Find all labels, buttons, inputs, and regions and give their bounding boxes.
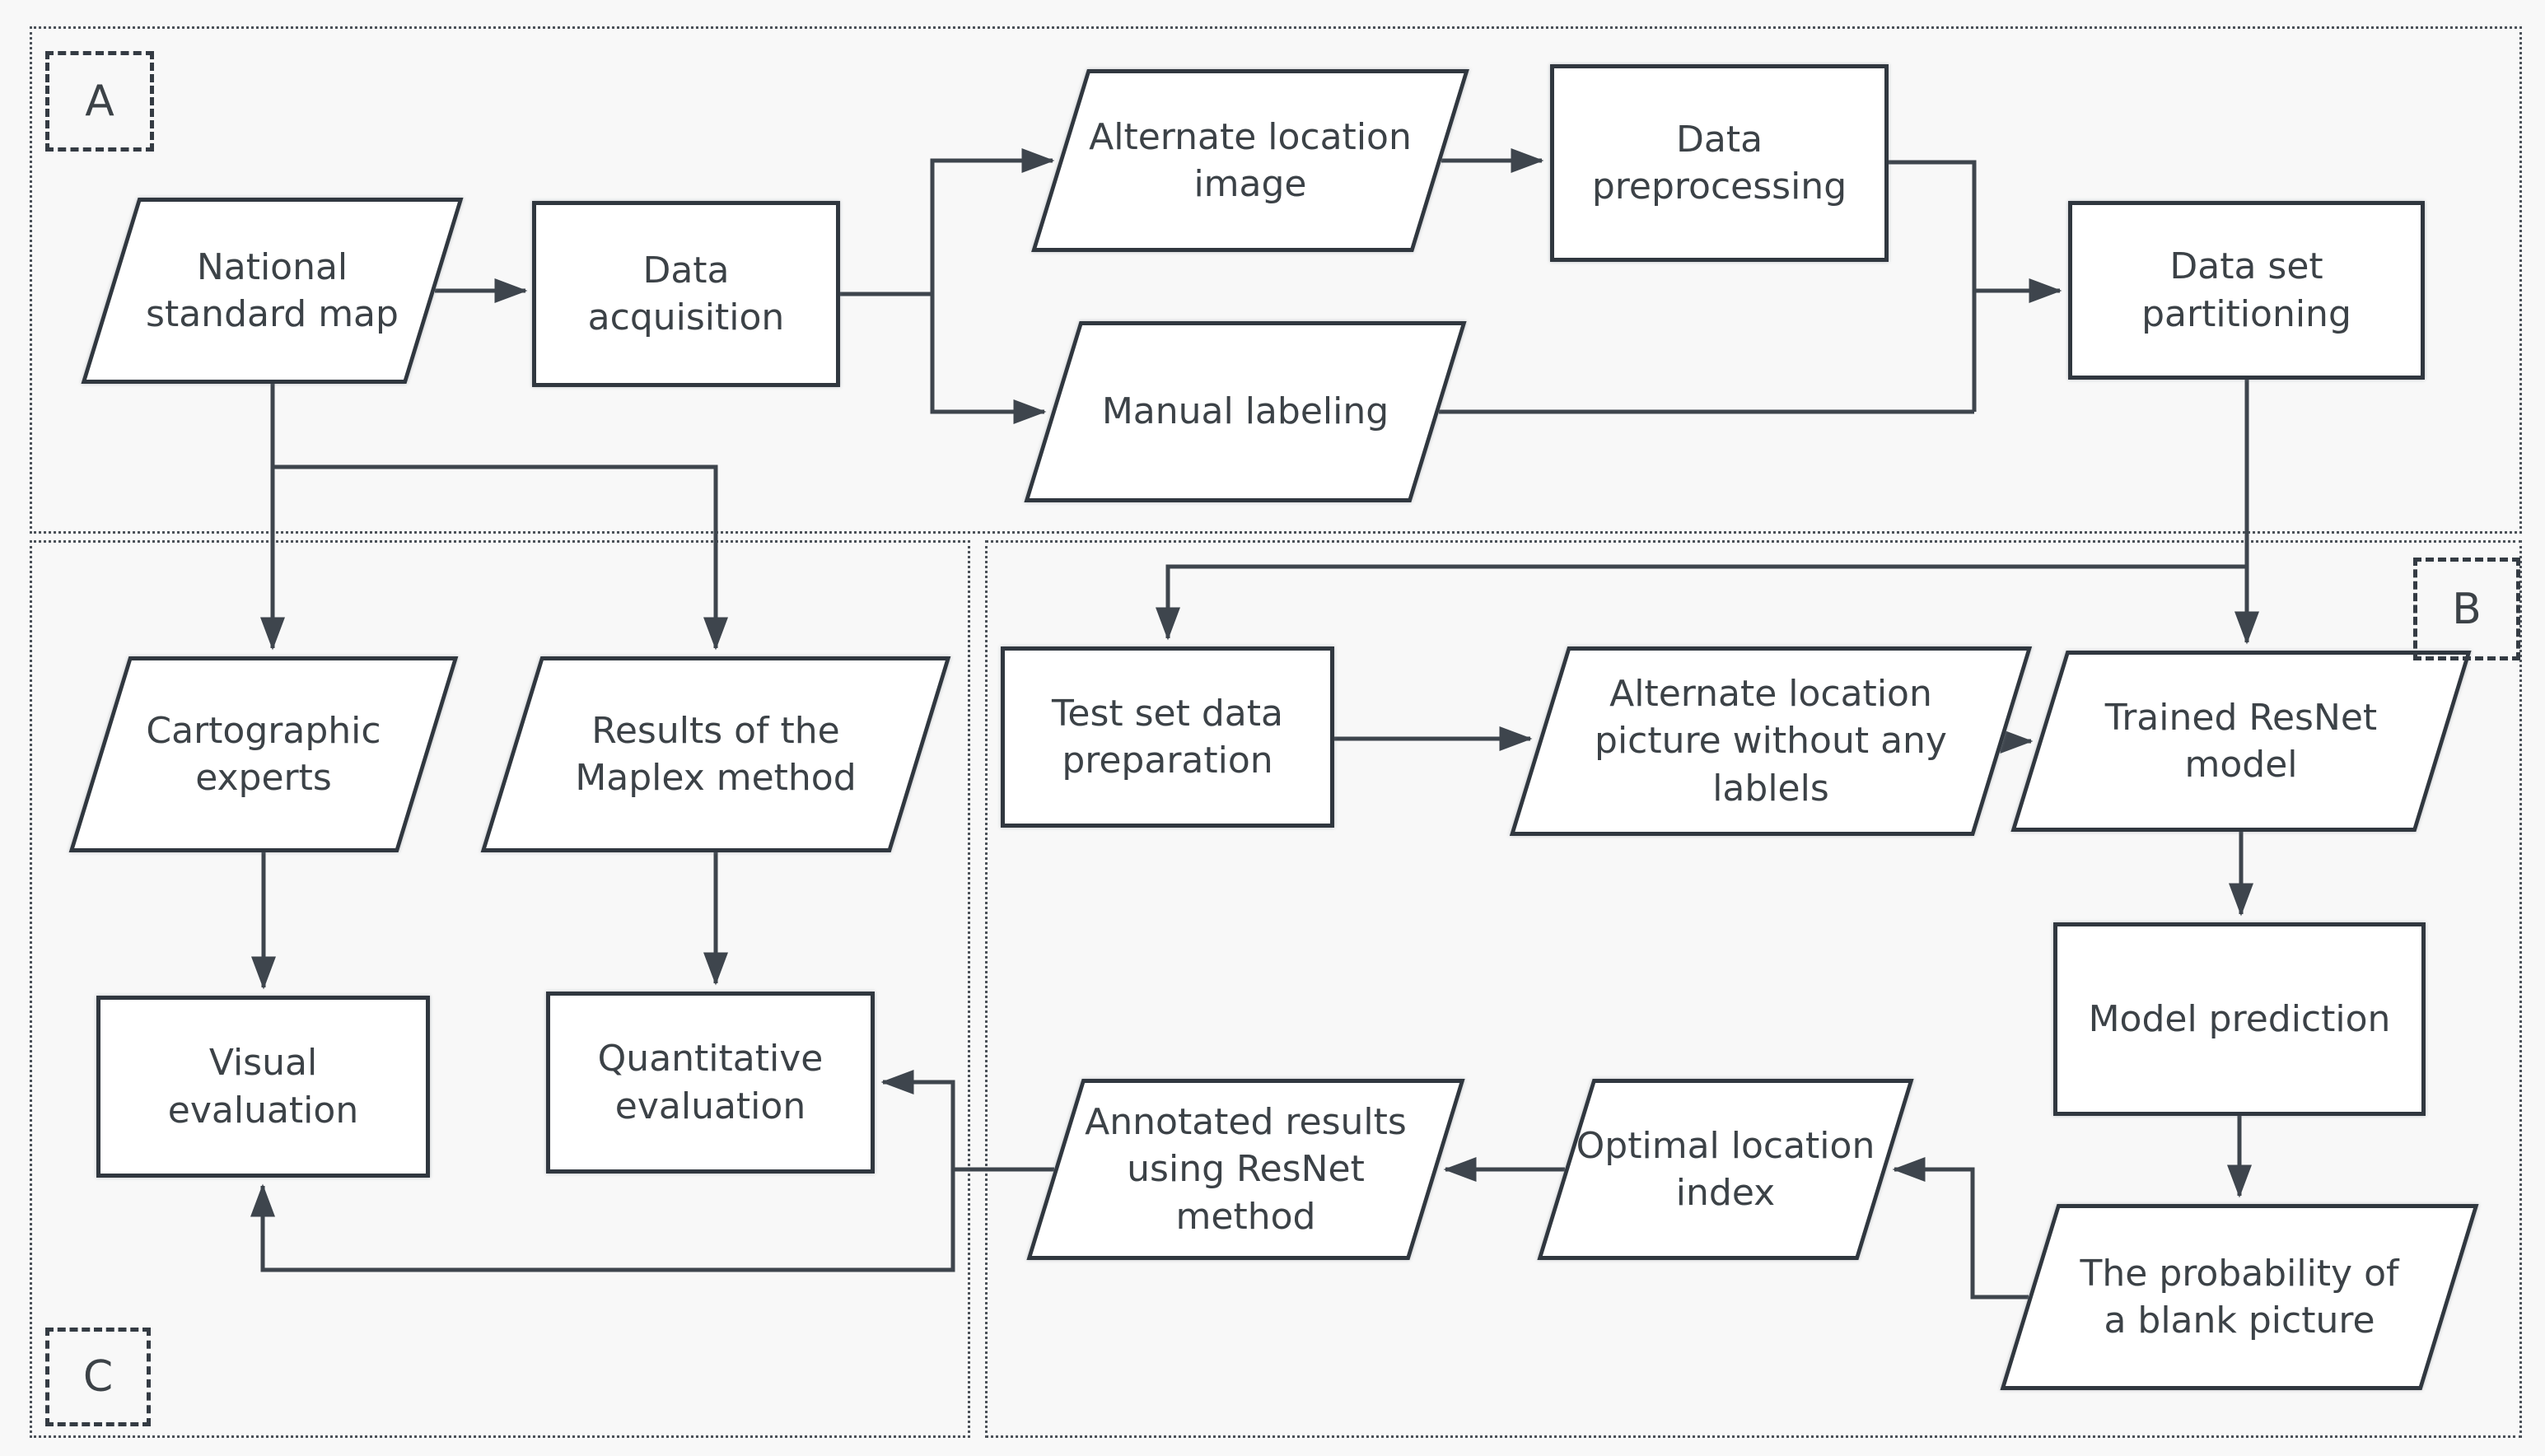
node-label: Visual evaluation [167, 1042, 359, 1132]
node-cartographic-experts: Cartographic experts [68, 656, 459, 852]
section-b-tag: B [2413, 558, 2520, 660]
node-label: Test set data preparation [1052, 692, 1283, 782]
node-alternate-location-image: Alternate location image [1031, 69, 1469, 252]
node-label: National standard map [146, 245, 399, 335]
node-label: Annotated results using ResNet method [1085, 1101, 1407, 1238]
node-national-standard-map: National standard map [81, 198, 464, 384]
edge-dsp-to-test-set [1156, 564, 2247, 641]
rectangle-shape [1550, 64, 1889, 262]
node-label: Data acquisition [587, 249, 785, 338]
node-label: Quantitative evaluation [597, 1038, 824, 1127]
node-annotated-results: Annotated results using ResNet method [1026, 1079, 1465, 1260]
node-probability-blank-picture: The probability of a blank picture [2000, 1204, 2479, 1390]
node-label: Alternate location picture without any l… [1595, 673, 1947, 810]
edge-nsm-to-results-maplex [273, 464, 728, 651]
node-label: Results of the Maplex method [575, 709, 857, 799]
node-alternate-location-picture: Alternate location picture without any l… [1509, 646, 2033, 836]
edge-da-to-manual-labeling [930, 294, 1047, 424]
node-label: Optimal location index [1576, 1124, 1875, 1214]
edge-split-to-visual [250, 1169, 955, 1272]
node-results-maplex: Results of the Maplex method [480, 656, 951, 852]
edge-dp-to-junction [1889, 160, 1977, 412]
node-manual-labeling: Manual labeling [1024, 321, 1467, 502]
node-data-set-partitioning: Data set partitioning [2068, 201, 2425, 380]
rectangle-shape [96, 996, 430, 1178]
node-quantitative-evaluation: Quantitative evaluation [546, 992, 875, 1174]
rectangle-shape [2068, 201, 2425, 380]
node-label: Model prediction [2088, 997, 2391, 1040]
node-trained-resnet-model: Trained ResNet model [2010, 651, 2472, 832]
node-label: Trained ResNet model [2104, 696, 2378, 786]
section-a-label: A [85, 77, 114, 126]
section-a-tag: A [45, 51, 154, 152]
edge-da-to-alternate-location-image [840, 148, 1055, 296]
rectangle-shape [532, 201, 840, 387]
section-a-frame [30, 26, 2522, 534]
node-data-acquisition: Data acquisition [532, 201, 840, 387]
edge-split-to-quantitative [880, 1070, 955, 1169]
rectangle-shape [546, 992, 875, 1174]
node-label: Alternate location image [1089, 115, 1412, 205]
section-b-frame [985, 540, 2522, 1438]
rectangle-shape [1001, 646, 1334, 828]
node-label: Data set partitioning [2141, 245, 2351, 335]
rectangle-shape [2053, 922, 2426, 1116]
section-c-label: C [82, 1352, 114, 1402]
node-optimal-location-index: Optimal location index [1537, 1079, 1914, 1260]
node-test-set-data-preparation: Test set data preparation [1001, 646, 1334, 828]
node-model-prediction: Model prediction [2053, 922, 2426, 1116]
node-data-preprocessing: Data preprocessing [1550, 64, 1889, 262]
section-c-tag: C [45, 1328, 151, 1426]
edge-probability-to-oli [1892, 1157, 2029, 1300]
node-label: Manual labeling [1101, 390, 1389, 433]
section-c-frame [30, 540, 970, 1438]
node-label: Cartographic experts [146, 709, 381, 799]
node-label: The probability of a blank picture [2080, 1252, 2399, 1342]
section-b-label: B [2452, 584, 2482, 634]
node-visual-evaluation: Visual evaluation [96, 996, 430, 1178]
node-label: Data preprocessing [1591, 118, 1847, 208]
